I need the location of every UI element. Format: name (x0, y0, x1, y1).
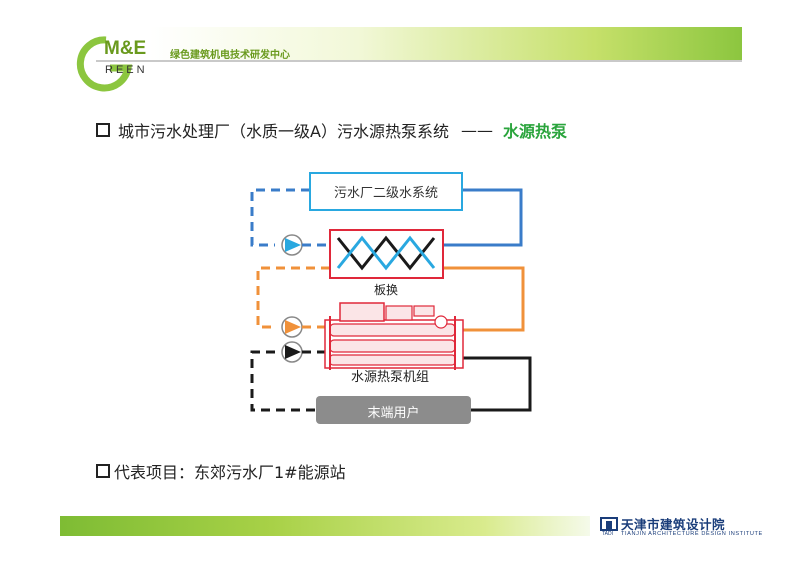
heat-pump-unit-graphic (324, 302, 464, 370)
project-line: 代表项目：东郊污水厂1#能源站 (96, 459, 346, 483)
black-dashed-pipe (250, 350, 316, 412)
heading-accent-text: 水源热泵 (502, 122, 567, 141)
blue-dashed-pipe (250, 188, 310, 247)
black-solid-pipe (463, 356, 532, 412)
bullet-square-icon (96, 123, 110, 137)
secondary-system-box (309, 172, 463, 211)
exchanger-blue-zigzag (336, 235, 436, 271)
logo-brand-top: M&E (104, 38, 147, 59)
org-name: 绿色建筑机电技术研发中心 (170, 50, 290, 61)
institute-name-en: TIANJIN ARCHITECTURE DESIGN INSTITUTE (621, 531, 763, 537)
bullet-square-icon (96, 464, 110, 478)
heading-main-text: 城市污水处理厂（水质一级A）污水源热泵系统 (118, 122, 449, 141)
footer-band (60, 516, 590, 536)
end-user-box (316, 396, 471, 424)
heading-dash: —— (460, 120, 493, 140)
tadi-abbr: TADI (602, 531, 614, 537)
logo-brand-bottom: REEN (105, 64, 148, 76)
exchanger-black-zigzag (336, 235, 436, 271)
end-user-label: 末端用户 (367, 406, 420, 421)
blue-solid-pipe (443, 188, 523, 247)
black-pump-icon (281, 341, 303, 363)
slide-heading: 城市污水处理厂（水质一级A）污水源热泵系统 —— 水源热泵 (96, 118, 567, 142)
orange-dashed-pipe (256, 266, 330, 329)
header-divider (96, 60, 742, 62)
project-text: 代表项目：东郊污水厂1#能源站 (114, 463, 346, 482)
secondary-system-label: 污水厂二级水系统 (333, 186, 438, 201)
orange-pump-icon (281, 316, 303, 338)
heat-pump-unit-label: 水源热泵机组 (350, 370, 429, 385)
plate-exchanger-label: 板换 (373, 283, 398, 297)
header-band (150, 27, 742, 61)
institute-name-cn: 天津市建筑设计院 (621, 517, 726, 532)
blue-pump-icon (281, 234, 303, 256)
orange-solid-pipe (443, 266, 525, 332)
green-logo-icon (76, 36, 133, 92)
tadi-logo-icon (600, 517, 618, 531)
